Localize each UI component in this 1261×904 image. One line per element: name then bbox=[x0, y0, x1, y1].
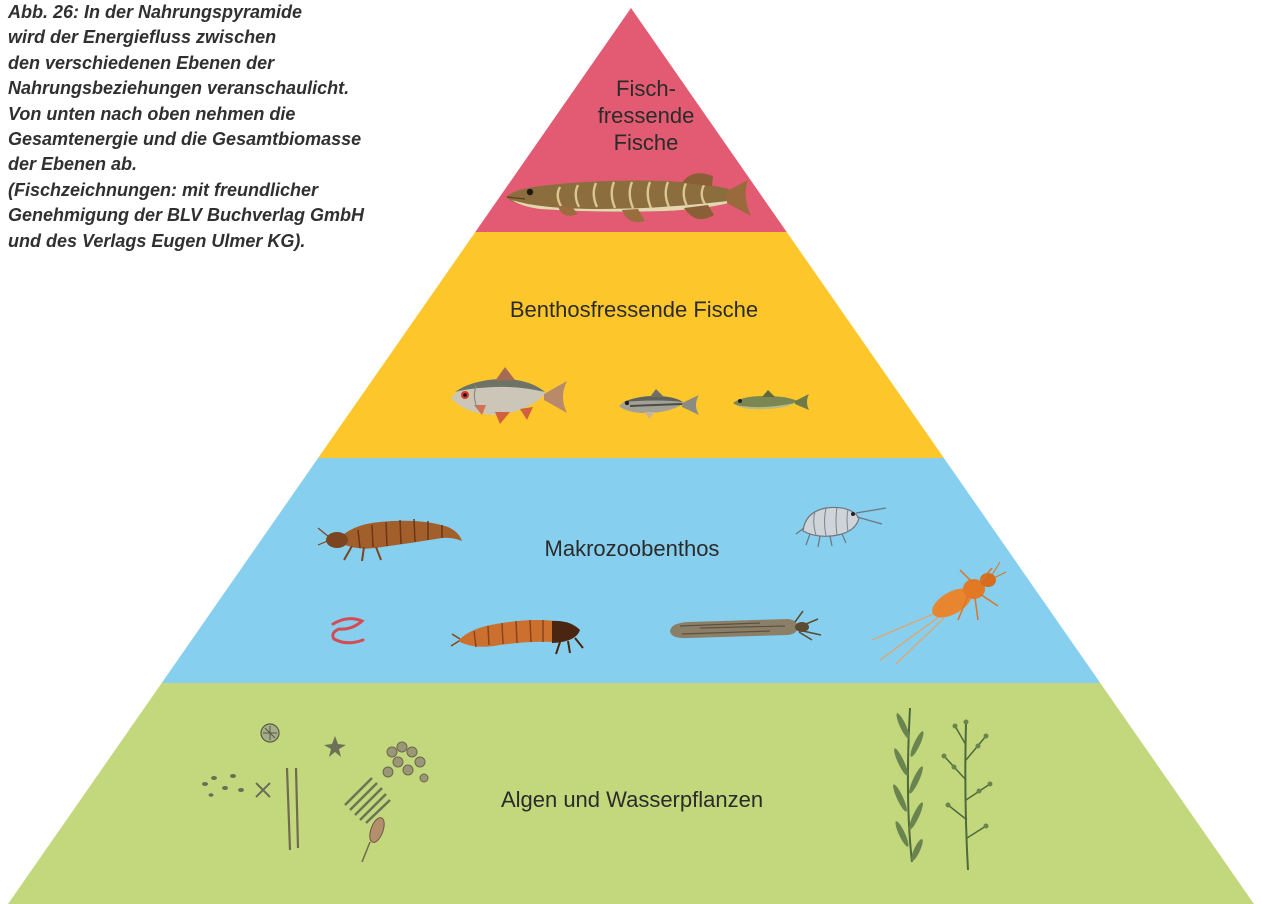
algae-cell bbox=[209, 793, 214, 797]
plant-leaflet bbox=[952, 765, 957, 770]
level-label-line: Fische bbox=[614, 130, 679, 155]
algae-cell bbox=[202, 782, 208, 786]
caption-line: und des Verlags Eugen Ulmer KG). bbox=[8, 229, 364, 254]
plant-leaflet bbox=[953, 724, 958, 729]
caption-line: den verschiedenen Ebenen der bbox=[8, 51, 364, 76]
algae-colony-cell bbox=[383, 767, 393, 777]
caption-line: Abb. 26: In der Nahrungspyramide bbox=[8, 0, 364, 25]
caption-line: Genehmigung der BLV Buchverlag GmbH bbox=[8, 203, 364, 228]
algae-colony-cell bbox=[397, 742, 407, 752]
small-fish-eye bbox=[738, 399, 742, 403]
level-label-line: Fisch- bbox=[616, 76, 676, 101]
algae-colony-cell bbox=[415, 757, 425, 767]
level-label: Makrozoobenthos bbox=[545, 536, 720, 561]
level-label: Benthosfressende Fische bbox=[510, 297, 758, 322]
pike-eye bbox=[527, 189, 533, 195]
caption-line: wird der Energiefluss zwischen bbox=[8, 25, 364, 50]
caption-line: Nahrungsbeziehungen veranschaulicht. bbox=[8, 76, 364, 101]
caption-line: (Fischzeichnungen: mit freundlicher bbox=[8, 178, 364, 203]
plant-leaflet bbox=[984, 734, 989, 739]
algae-cell bbox=[230, 774, 236, 778]
plant-leaflet bbox=[988, 782, 993, 787]
figure-caption: Abb. 26: In der Nahrungspyramide wird de… bbox=[8, 0, 364, 254]
caption-line: Gesamtenergie und die Gesamtbiomasse bbox=[8, 127, 364, 152]
algae-cell bbox=[238, 788, 244, 792]
plant-leaflet bbox=[976, 744, 981, 749]
level-label: Algen und Wasserpflanzen bbox=[501, 787, 763, 812]
algae-colony-cell bbox=[407, 747, 417, 757]
caption-line: der Ebenen ab. bbox=[8, 152, 364, 177]
caption-line: Von unten nach oben nehmen die bbox=[8, 102, 364, 127]
algae-cell bbox=[222, 786, 228, 790]
plant-leaflet bbox=[984, 824, 989, 829]
amphipod-eye bbox=[851, 512, 855, 516]
plant-leaflet bbox=[977, 789, 982, 794]
plant-leaflet bbox=[942, 754, 947, 759]
minnow-eye bbox=[625, 401, 629, 405]
plant-leaflet bbox=[964, 720, 969, 725]
level-label-line: fressende bbox=[598, 103, 695, 128]
algae-cell bbox=[211, 776, 217, 780]
algae-colony-cell bbox=[403, 765, 413, 775]
algae-colony-cell bbox=[420, 774, 428, 782]
plant-leaflet bbox=[946, 803, 951, 808]
algae-colony-cell bbox=[387, 747, 397, 757]
algae-colony-cell bbox=[393, 757, 403, 767]
roach-pupil bbox=[463, 393, 467, 397]
pyramid-level-second bbox=[318, 232, 944, 458]
